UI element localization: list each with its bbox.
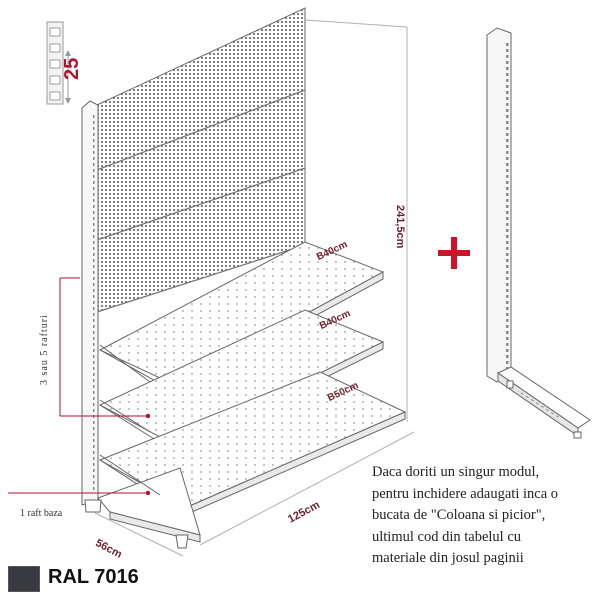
shelf-count-label: 3 sau 5 rafturi (39, 314, 50, 385)
note-line: ultimul cod din tabelul cu (372, 528, 522, 545)
shelf-callout (8, 277, 148, 494)
column-and-foot (486, 27, 591, 439)
note-line: Daca doriti un singur modul, (372, 464, 540, 480)
note-line: materiale din josul paginii (372, 550, 524, 566)
single-module-note: Daca doriti un singur modul, pentru inch… (372, 462, 597, 570)
height-dimension-label: 241,5cm (394, 205, 406, 249)
left-upright (81, 100, 99, 506)
dimension-lines (94, 19, 415, 557)
ral-color-label: RAL 7016 (48, 566, 139, 588)
callout-dot (145, 490, 151, 496)
ral-color-swatch (8, 566, 40, 592)
hole-pitch-label: 25 (61, 57, 83, 80)
callout-dot (145, 413, 151, 419)
note-line: pentru inchidere adaugati inca o (372, 485, 559, 502)
note-line: bucata de "Coloana si picior", (372, 507, 546, 523)
base-shelf (84, 467, 201, 549)
plus-icon (438, 237, 470, 269)
hole-pitch-detail (46, 21, 71, 105)
base-shelf-label: 1 raft baza (20, 508, 63, 519)
